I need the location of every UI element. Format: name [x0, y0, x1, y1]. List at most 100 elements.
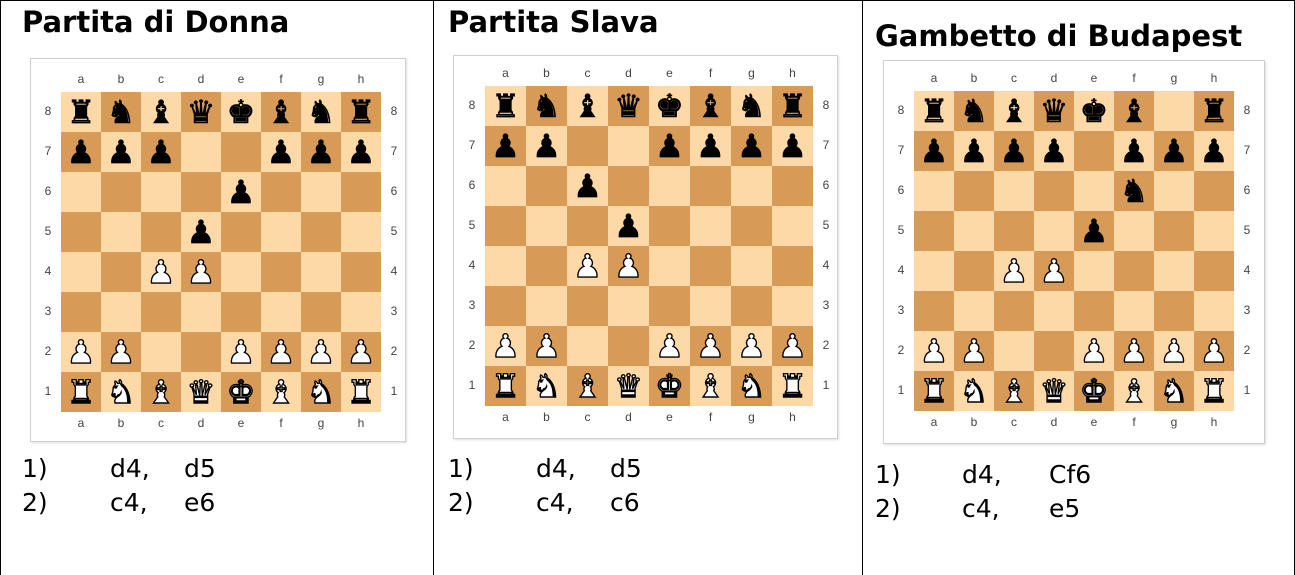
black-rook-icon: ♜	[920, 95, 949, 127]
black-pawn-icon: ♟	[696, 130, 725, 162]
black-queen-icon: ♛	[187, 96, 216, 128]
file-label-c-top: c	[567, 66, 608, 80]
square-f5	[690, 206, 731, 246]
white-rook-icon: ♜	[67, 376, 96, 408]
rank-label-3-left: 3	[892, 303, 910, 317]
rank-label-6-right: 6	[817, 178, 835, 192]
white-pawn-icon: ♟	[1080, 335, 1109, 367]
move-number: 2)	[22, 486, 48, 520]
square-e8: ♚	[649, 86, 690, 126]
square-g3	[1154, 291, 1194, 331]
square-f5	[1114, 211, 1154, 251]
square-c7	[567, 126, 608, 166]
square-a1: ♜	[485, 366, 526, 406]
square-d1: ♛	[608, 366, 649, 406]
black-bishop-icon: ♝	[1120, 95, 1149, 127]
file-label-a-bottom: a	[485, 410, 526, 424]
square-h4	[341, 252, 381, 292]
rank-label-7-left: 7	[39, 144, 57, 158]
black-pawn-icon: ♟	[67, 136, 96, 168]
black-move: c6	[610, 486, 640, 520]
square-e3	[221, 292, 261, 332]
white-pawn-icon: ♟	[347, 336, 376, 368]
rank-label-7-right: 7	[817, 138, 835, 152]
square-e7	[221, 132, 261, 172]
square-h1: ♜	[1194, 371, 1234, 411]
square-g1: ♞	[1154, 371, 1194, 411]
square-b7: ♟	[954, 131, 994, 171]
white-bishop-icon: ♝	[147, 376, 176, 408]
file-label-c-bottom: c	[994, 415, 1034, 429]
rank-label-8-right: 8	[1238, 103, 1256, 117]
square-f6	[690, 166, 731, 206]
square-b1: ♞	[101, 372, 141, 412]
file-label-c-top: c	[994, 71, 1034, 85]
rank-label-5-right: 5	[1238, 223, 1256, 237]
square-b5	[526, 206, 567, 246]
black-rook-icon: ♜	[778, 90, 807, 122]
file-label-b-bottom: b	[526, 410, 567, 424]
square-f1: ♝	[1114, 371, 1154, 411]
black-knight-icon: ♞	[1120, 175, 1149, 207]
square-g2: ♟	[301, 332, 341, 372]
rank-label-7-left: 7	[892, 143, 910, 157]
square-c8: ♝	[141, 92, 181, 132]
square-b2: ♟	[954, 331, 994, 371]
file-label-f-top: f	[690, 66, 731, 80]
file-label-b-top: b	[101, 72, 141, 86]
rank-label-1-right: 1	[817, 378, 835, 392]
square-f2: ♟	[1114, 331, 1154, 371]
square-c8: ♝	[994, 91, 1034, 131]
black-pawn-icon: ♟	[532, 130, 561, 162]
white-pawn-icon: ♟	[614, 250, 643, 282]
square-g6	[1154, 171, 1194, 211]
square-b7: ♟	[526, 126, 567, 166]
file-label-g-bottom: g	[1154, 415, 1194, 429]
chess-board: ♜♞♝♛♚♝♞♜♟♟♟♟♟♟♟♟♟♟♟♟♟♟♟♟♜♞♝♛♚♝♞♜	[485, 86, 813, 406]
black-pawn-icon: ♟	[1040, 135, 1069, 167]
square-c4: ♟	[994, 251, 1034, 291]
square-a8: ♜	[61, 92, 101, 132]
white-move: d4,	[536, 452, 576, 486]
move-number: 1)	[875, 458, 901, 492]
white-move: c4,	[962, 492, 1000, 526]
opening-title: Partita di Donna	[22, 4, 289, 40]
rank-label-3-left: 3	[39, 304, 57, 318]
file-label-f-bottom: f	[1114, 415, 1154, 429]
rank-label-1-left: 1	[463, 378, 481, 392]
white-pawn-icon: ♟	[267, 336, 296, 368]
square-g4	[731, 246, 772, 286]
square-g8	[1154, 91, 1194, 131]
white-pawn-icon: ♟	[573, 250, 602, 282]
rank-label-5-left: 5	[463, 218, 481, 232]
rank-label-1-right: 1	[385, 384, 403, 398]
white-pawn-icon: ♟	[920, 335, 949, 367]
white-pawn-icon: ♟	[1160, 335, 1189, 367]
black-pawn-icon: ♟	[614, 210, 643, 242]
square-c2	[567, 326, 608, 366]
file-label-g-top: g	[301, 72, 341, 86]
square-f4	[261, 252, 301, 292]
white-move: c4,	[536, 486, 574, 520]
white-bishop-icon: ♝	[573, 370, 602, 402]
square-h3	[341, 292, 381, 332]
black-pawn-icon: ♟	[573, 170, 602, 202]
black-knight-icon: ♞	[107, 96, 136, 128]
file-label-c-top: c	[141, 72, 181, 86]
square-c7: ♟	[994, 131, 1034, 171]
square-f3	[261, 292, 301, 332]
rank-label-6-right: 6	[1238, 183, 1256, 197]
square-g6	[731, 166, 772, 206]
rank-label-3-right: 3	[1238, 303, 1256, 317]
black-bishop-icon: ♝	[573, 90, 602, 122]
file-label-b-top: b	[954, 71, 994, 85]
rank-label-5-left: 5	[39, 224, 57, 238]
square-c4: ♟	[567, 246, 608, 286]
square-b8: ♞	[526, 86, 567, 126]
white-knight-icon: ♞	[737, 370, 766, 402]
square-h5	[772, 206, 813, 246]
white-pawn-icon: ♟	[696, 330, 725, 362]
square-h7: ♟	[772, 126, 813, 166]
square-b3	[101, 292, 141, 332]
